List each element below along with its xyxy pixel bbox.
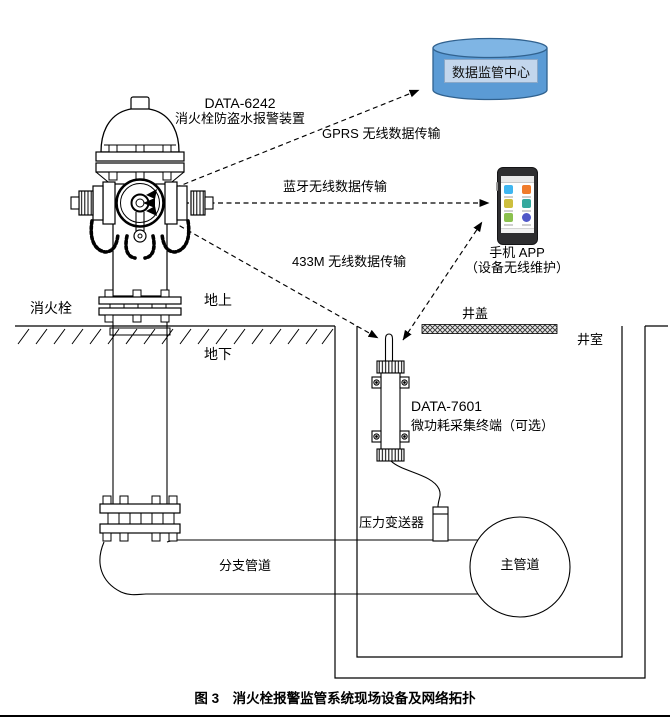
- above-ground-label: 地上: [204, 292, 232, 308]
- sensor-cable: [390, 460, 441, 508]
- fire-hydrant-illustration: [70, 96, 214, 542]
- pipe-elbow: [99, 539, 177, 596]
- drum-arrowheads: [143, 189, 157, 216]
- ground-surface: [15, 325, 668, 345]
- collector-device-illustration: [371, 333, 441, 508]
- main-pipe-circle: [469, 516, 571, 618]
- radio433m-link-label: 433M 无线数据传输: [292, 254, 407, 269]
- phone-app-icon: [522, 213, 531, 226]
- main-pipe-label: 主管道: [500, 557, 540, 572]
- hydrant-label: 消火栓: [30, 300, 72, 316]
- collector-antenna: [384, 333, 394, 362]
- phone-app-icon: [504, 199, 513, 212]
- well-chamber-label: 井室: [577, 332, 604, 347]
- phone-subtitle: （设备无线维护）: [464, 260, 569, 275]
- ground-hatching: [17, 328, 334, 345]
- phone-homebar: [501, 228, 534, 233]
- phone-side-button: [496, 182, 498, 191]
- radio433m-link-line: [149, 208, 379, 339]
- phone-app-icon: [522, 185, 531, 198]
- collector-device-name: 微功耗采集终端（可选）: [411, 418, 555, 433]
- branch-pipe-label: 分支管道: [219, 558, 272, 573]
- below-ground-label: 地下: [204, 346, 232, 362]
- well-structure: [334, 326, 646, 679]
- well-cover-label: 井盖: [462, 306, 489, 321]
- branch-pipe-lines: [146, 539, 480, 595]
- bluetooth-link-label: 蓝牙无线数据传输: [283, 179, 388, 194]
- hydrant-device-model: DATA-6242: [204, 95, 276, 111]
- pressure-transmitter-label: 压力变送器: [359, 515, 425, 530]
- phone-statusbar: [501, 176, 534, 183]
- phone-app-icon: [522, 199, 531, 212]
- gprs-link-line: [151, 89, 420, 198]
- gprs-link-label: GPRS 无线数据传输: [322, 126, 441, 141]
- smartphone-illustration: [496, 167, 538, 245]
- phone-maintenance-link-line: [402, 221, 483, 341]
- data-center-label: 数据监管中心: [444, 59, 538, 83]
- pressure-transmitter-illustration: [432, 506, 449, 542]
- nozzle-chains: [89, 219, 191, 260]
- hydrant-device-name: 消火栓防盗水报警装置: [174, 111, 305, 126]
- phone-app-icon: [504, 213, 513, 226]
- phone-app-grid: [504, 185, 531, 226]
- phone-screen: [501, 176, 534, 233]
- pipes: [99, 539, 480, 596]
- phone-title: 手机 APP: [489, 245, 545, 260]
- page-bottom-edge: [0, 715, 670, 717]
- collector-device-model: DATA-7601: [411, 398, 483, 414]
- well-cover-hatch: [421, 324, 558, 334]
- figure-caption: 图 3 消火栓报警监管系统现场设备及网络拓扑: [194, 691, 476, 706]
- phone-app-icon: [504, 185, 513, 198]
